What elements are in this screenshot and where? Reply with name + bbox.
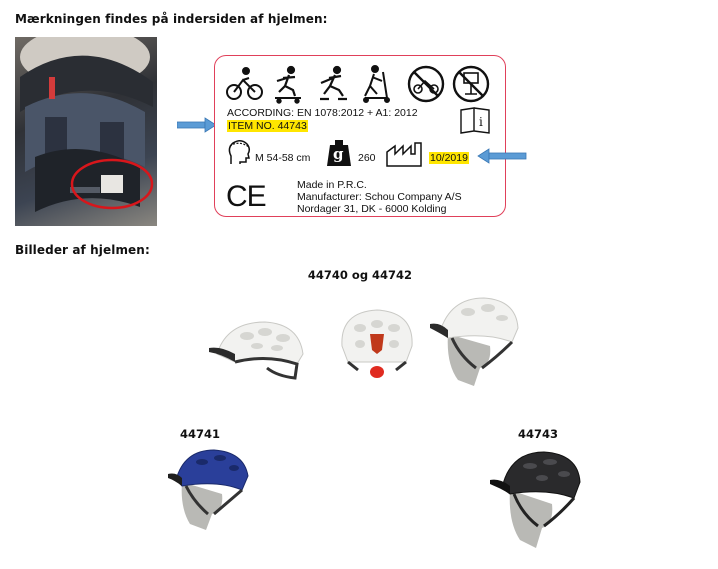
manufacture-date: 10/2019: [429, 152, 469, 164]
black-helmet-on-head-image: [490, 451, 581, 548]
address: Nordager 31, DK - 6000 Kolding: [297, 203, 447, 215]
arrow-left-icon: [477, 148, 527, 164]
made-in: Made in P.R.C.: [297, 179, 367, 191]
manufacturer: Manufacturer: Schou Company A/S: [297, 191, 462, 203]
weight-icon: g: [327, 140, 351, 166]
head-size-icon: [228, 140, 251, 164]
model-caption-44741: 44741: [179, 427, 220, 441]
white-helmet-on-head-image: [430, 297, 519, 386]
arrow-right-icon: [177, 117, 217, 133]
model-caption-44743: 44743: [517, 427, 558, 441]
svg-text:i: i: [479, 115, 483, 129]
manual-icon: i: [460, 107, 490, 134]
white-helmet-side-image: [209, 321, 304, 380]
skateboarder-icon: [275, 65, 301, 104]
inline-skater-icon: [320, 65, 347, 101]
weight: 260: [358, 152, 376, 164]
scooter-icon: [363, 65, 390, 103]
item-number: ITEM NO. 44743: [227, 120, 308, 132]
white-helmet-back-image: [341, 309, 413, 378]
helmet-interior-photo: [15, 37, 157, 226]
model-caption-44740-44742: 44740 og 44742: [307, 268, 413, 282]
marking-heading: Mærkningen findes på indersiden af hjelm…: [15, 12, 328, 26]
no-motorcycle-icon: [407, 65, 445, 103]
head-size: M 54-58 cm: [255, 152, 311, 164]
cyclist-icon: [226, 67, 263, 100]
blue-helmet-on-head-image: [168, 449, 249, 530]
standard-text: ACCORDING: EN 1078:2012 + A1: 2012: [227, 107, 418, 119]
ce-mark-icon: CE: [226, 180, 267, 213]
no-crane-icon: [452, 65, 490, 103]
helmet-label: ACCORDING: EN 1078:2012 + A1: 2012 ITEM …: [214, 55, 506, 217]
factory-icon: [386, 142, 422, 167]
images-heading: Billeder af hjelmen:: [15, 243, 150, 257]
